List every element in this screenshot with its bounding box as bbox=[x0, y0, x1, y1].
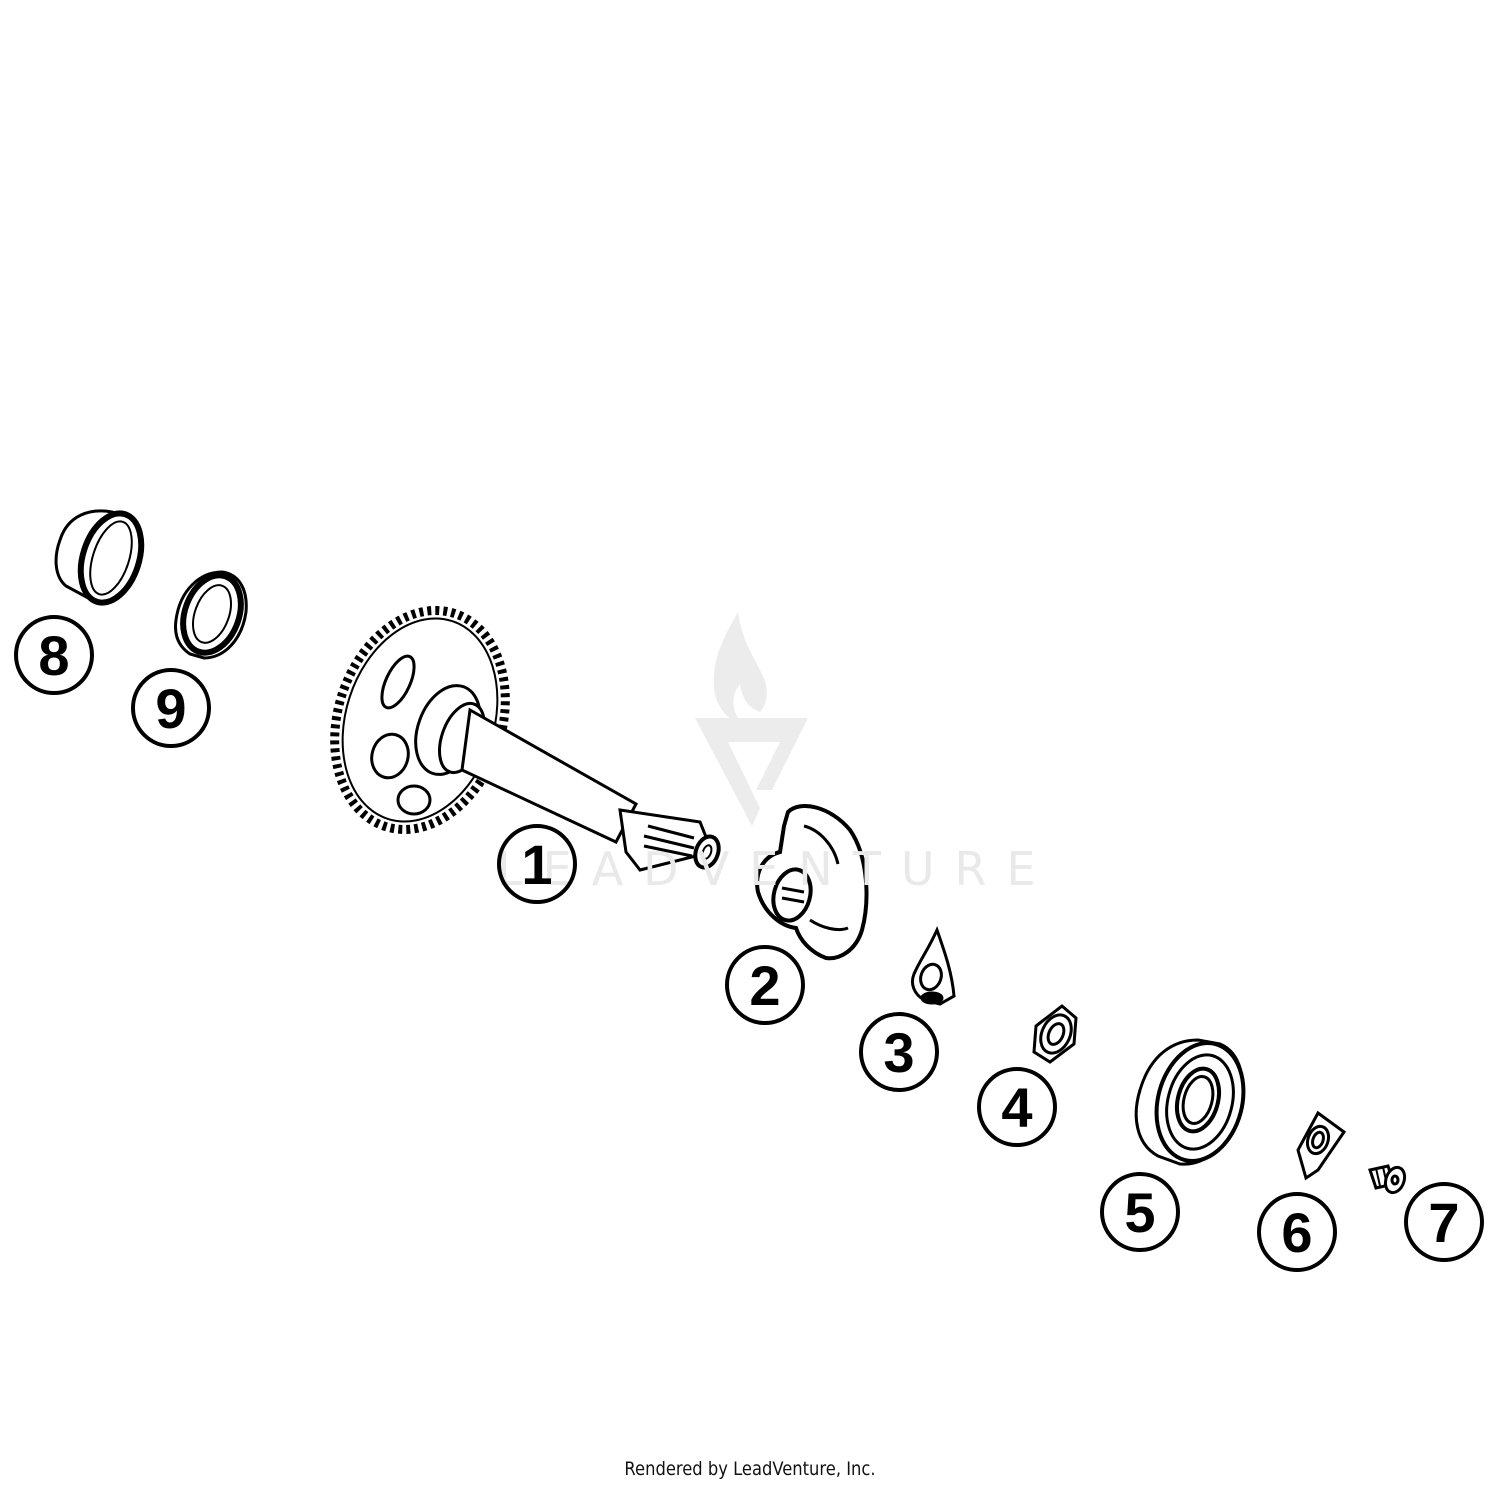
part-4-hex-nut-icon bbox=[1032, 1004, 1078, 1064]
callout-9-label: 9 bbox=[155, 677, 187, 740]
footer-credit: Rendered by LeadVenture, Inc. bbox=[624, 1458, 876, 1480]
part-6-lock-plate-icon bbox=[1296, 1110, 1347, 1181]
callout-5[interactable]: 5 bbox=[1100, 1172, 1180, 1252]
callout-6-label: 6 bbox=[1281, 1201, 1313, 1264]
part-8-bushing-icon bbox=[54, 509, 145, 606]
callout-7[interactable]: 7 bbox=[1404, 1182, 1484, 1262]
callout-6[interactable]: 6 bbox=[1257, 1192, 1337, 1272]
part-1-kickstarter-shaft-icon bbox=[330, 606, 721, 872]
part-2-ratchet-housing-icon bbox=[755, 804, 869, 961]
part-5-ball-bearing-icon bbox=[1134, 1038, 1246, 1166]
watermark-logo-icon bbox=[695, 612, 808, 826]
callout-4-label: 4 bbox=[1001, 1076, 1033, 1139]
callout-3[interactable]: 3 bbox=[859, 1012, 939, 1092]
part-7-screw-icon bbox=[1368, 1164, 1407, 1195]
part-3-stop-plate-icon bbox=[910, 925, 956, 1006]
callout-2-label: 2 bbox=[749, 954, 781, 1017]
part-9-seal-ring-icon bbox=[174, 570, 248, 660]
callout-3-label: 3 bbox=[883, 1021, 915, 1084]
callout-8[interactable]: 8 bbox=[14, 615, 94, 695]
callout-1-label: 1 bbox=[521, 833, 553, 896]
callout-8-label: 8 bbox=[38, 624, 70, 687]
callout-7-label: 7 bbox=[1428, 1191, 1460, 1254]
callout-5-label: 5 bbox=[1124, 1181, 1156, 1244]
callout-4[interactable]: 4 bbox=[977, 1067, 1057, 1147]
callout-1[interactable]: 1 bbox=[497, 824, 577, 904]
callout-2[interactable]: 2 bbox=[725, 945, 805, 1025]
callout-9[interactable]: 9 bbox=[131, 668, 211, 748]
